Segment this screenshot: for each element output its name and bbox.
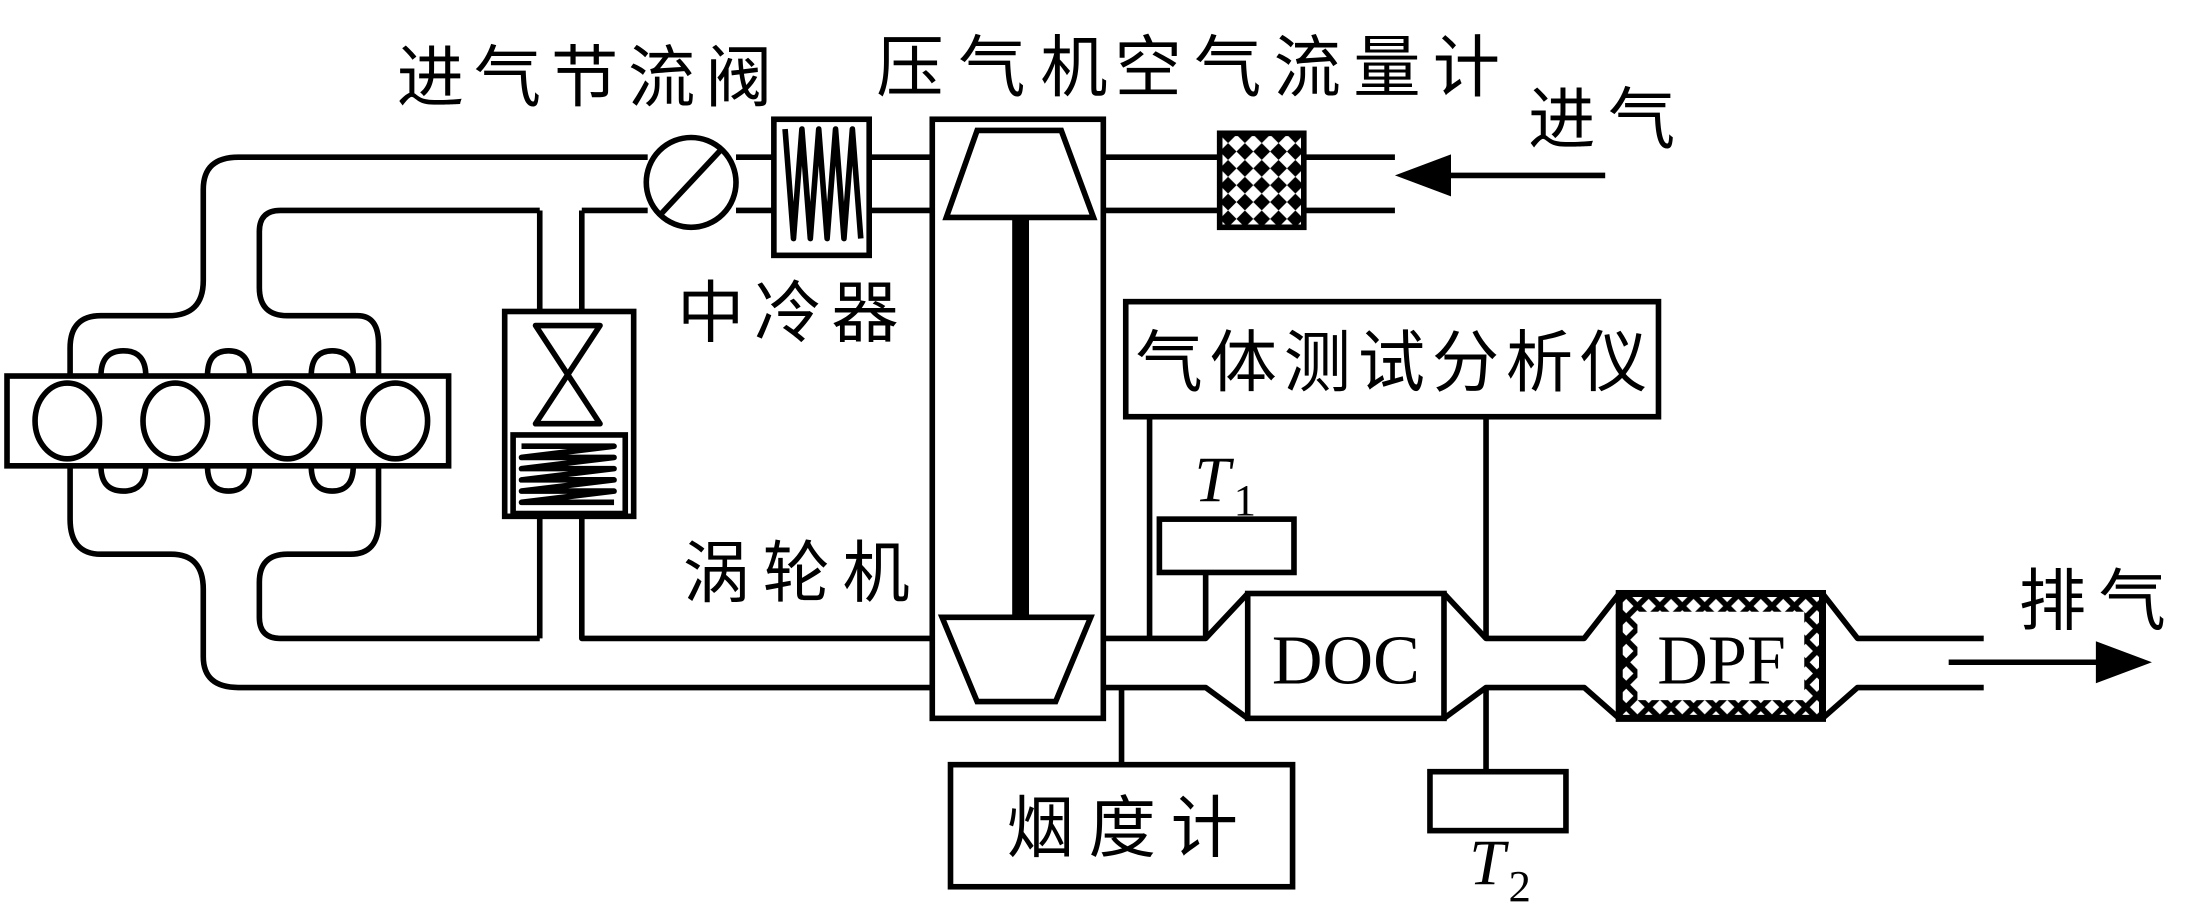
throttle-label: 进气节流阀 [397,39,773,117]
intake-label: 进气 [1528,81,1675,159]
air-flow-meter [1216,130,1307,231]
intercooler-coil-icon [782,126,864,242]
gas-analyzer-label: 气体测试分析仪 [1136,324,1648,402]
dpf-label-bg [1637,611,1805,701]
egr-valve-icon [532,322,603,427]
egr-cooler-coil-icon [518,443,617,506]
gas-analyzer [1122,298,1662,420]
exhaust-label: 排气 [2019,562,2166,640]
doc-catalyst [1244,590,1447,722]
exhaust-arrow-icon [2095,641,2152,684]
egr-pipes [536,207,933,642]
smoke-meter-label: 烟度计 [1007,790,1238,868]
air-flow-meter-label: 空气流量计 [1115,29,1501,107]
intercooler-label: 中冷器 [677,275,899,353]
t2-subscript: 2 [1508,861,1530,911]
compressor-wheel [942,127,1098,221]
sensor-lines [1118,416,1489,772]
engine-block [4,373,452,469]
t1-label: T [1194,444,1234,515]
dpf-label: DPF [1657,622,1786,699]
turbine-wheel [937,614,1095,705]
cylinders [32,380,431,462]
intake-arrow-icon [1394,154,1451,197]
intake-manifold-outer [67,154,648,377]
t2-sensor [1427,768,1569,834]
compressor-label: 压气机 [876,29,1107,107]
turbo-shaft [1012,217,1030,618]
exhaust-pipe [1103,591,1984,721]
t2-label: T [1469,827,1509,898]
doc-label: DOC [1272,622,1420,699]
t1-subscript: 1 [1234,475,1256,525]
charge-pipes [736,154,933,214]
exhaust-manifold-outer [67,465,933,691]
throttle-plate-icon [659,146,725,216]
exhaust-manifold-inner [256,465,540,642]
t1-sensor [1156,516,1297,576]
intake-runners [98,347,357,494]
turbine-label: 涡轮机 [683,534,910,612]
intake-manifold-inner [256,207,540,377]
smoke-meter [947,761,1296,890]
